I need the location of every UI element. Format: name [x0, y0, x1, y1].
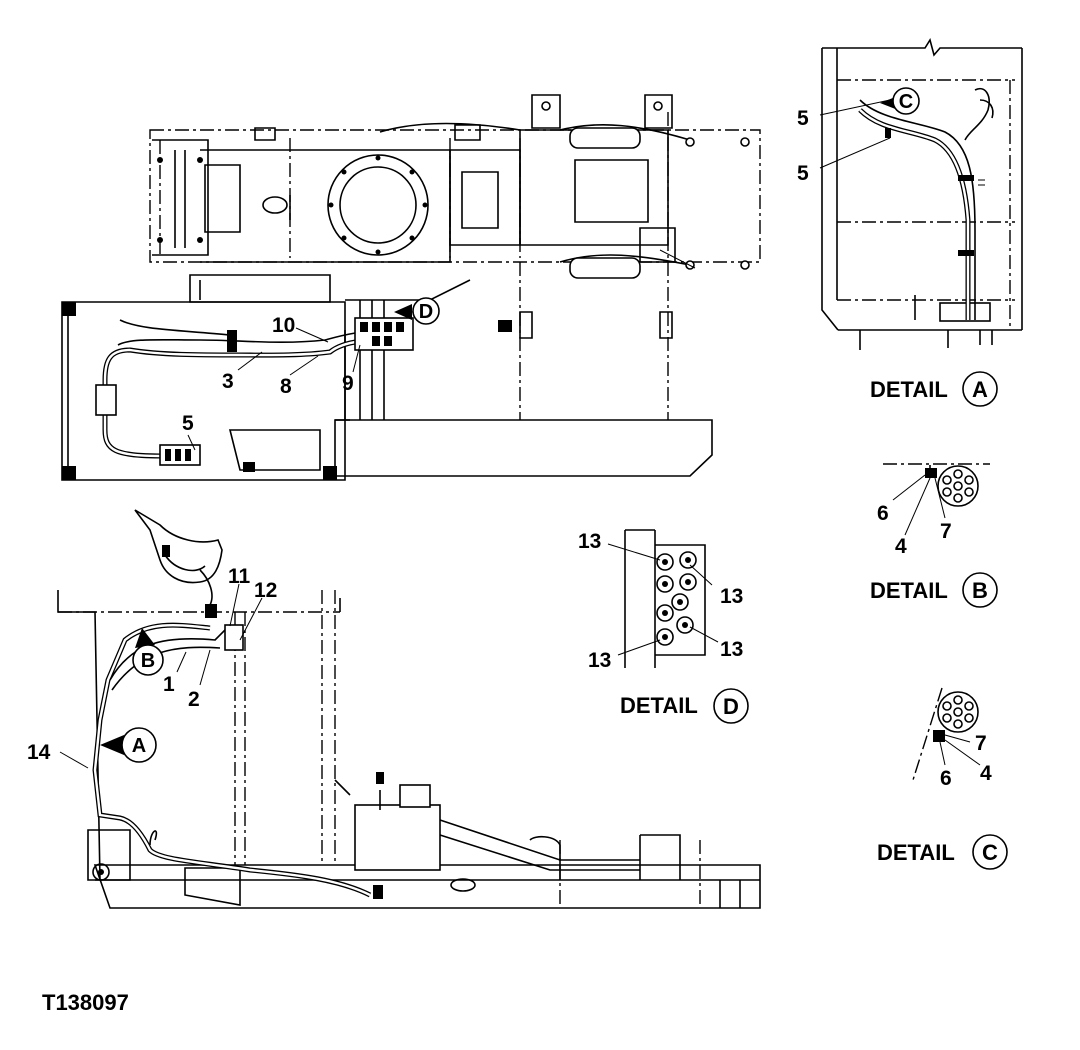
detail-b-drawing — [883, 463, 990, 536]
callout-10: 10 — [272, 314, 295, 337]
top-view-leaders — [187, 311, 418, 451]
detail-a-marker: A — [100, 727, 157, 763]
svg-text:A: A — [132, 735, 146, 757]
callout-12: 12 — [254, 579, 277, 602]
detail-a-drawing — [821, 38, 1023, 350]
detail-c-title: DETAIL C — [877, 834, 1008, 870]
figure-id: T138097 — [42, 990, 129, 1015]
svg-text:DETAIL: DETAIL — [870, 578, 948, 603]
callout-7-detail-b: 7 — [940, 520, 952, 543]
callout-13-r: 13 — [720, 585, 743, 608]
svg-text:DETAIL: DETAIL — [877, 840, 955, 865]
detail-b-letter: B — [972, 578, 988, 603]
detail-c-letter: C — [982, 840, 998, 865]
callout-6-detail-c: 6 — [940, 767, 952, 790]
svg-text:B: B — [141, 650, 155, 672]
callout-3: 3 — [222, 370, 234, 393]
callout-6-detail-b: 6 — [877, 502, 889, 525]
callout-4-detail-b: 4 — [895, 535, 907, 558]
callout-13-tl: 13 — [578, 530, 601, 553]
detail-d-title: DETAIL D — [620, 688, 749, 724]
detail-d-drawing — [607, 529, 719, 668]
callout-4-detail-c: 4 — [980, 762, 992, 785]
detail-c-drawing — [912, 687, 981, 781]
svg-text:D: D — [419, 301, 433, 323]
detail-b-title: DETAIL B — [870, 572, 998, 608]
callout-5-top: 5 — [182, 412, 194, 435]
callout-7-detail-c: 7 — [975, 732, 987, 755]
callout-1: 1 — [163, 673, 175, 696]
svg-text:DETAIL: DETAIL — [620, 693, 698, 718]
callout-5-detail-a-upper: 5 — [797, 107, 809, 130]
callout-13-bl: 13 — [588, 649, 611, 672]
detail-d-marker: D — [394, 297, 440, 325]
side-view-leaders — [59, 583, 263, 769]
callout-9: 9 — [342, 372, 354, 395]
callout-5-detail-a-lower: 5 — [797, 162, 809, 185]
detail-b-marker: B — [132, 628, 164, 676]
callout-8: 8 — [280, 375, 292, 398]
detail-a-leaders — [819, 99, 891, 169]
callout-14: 14 — [27, 741, 51, 764]
callout-11: 11 — [228, 565, 251, 588]
callout-13-br: 13 — [720, 638, 743, 661]
svg-text:DETAIL: DETAIL — [870, 377, 948, 402]
callout-2: 2 — [188, 688, 200, 711]
svg-text:C: C — [899, 91, 913, 113]
detail-d-letter: D — [723, 694, 739, 719]
detail-a-letter: A — [972, 377, 988, 402]
detail-c-marker: C — [880, 87, 920, 115]
top-view-frame — [61, 94, 761, 481]
detail-a-title: DETAIL A — [870, 371, 998, 407]
